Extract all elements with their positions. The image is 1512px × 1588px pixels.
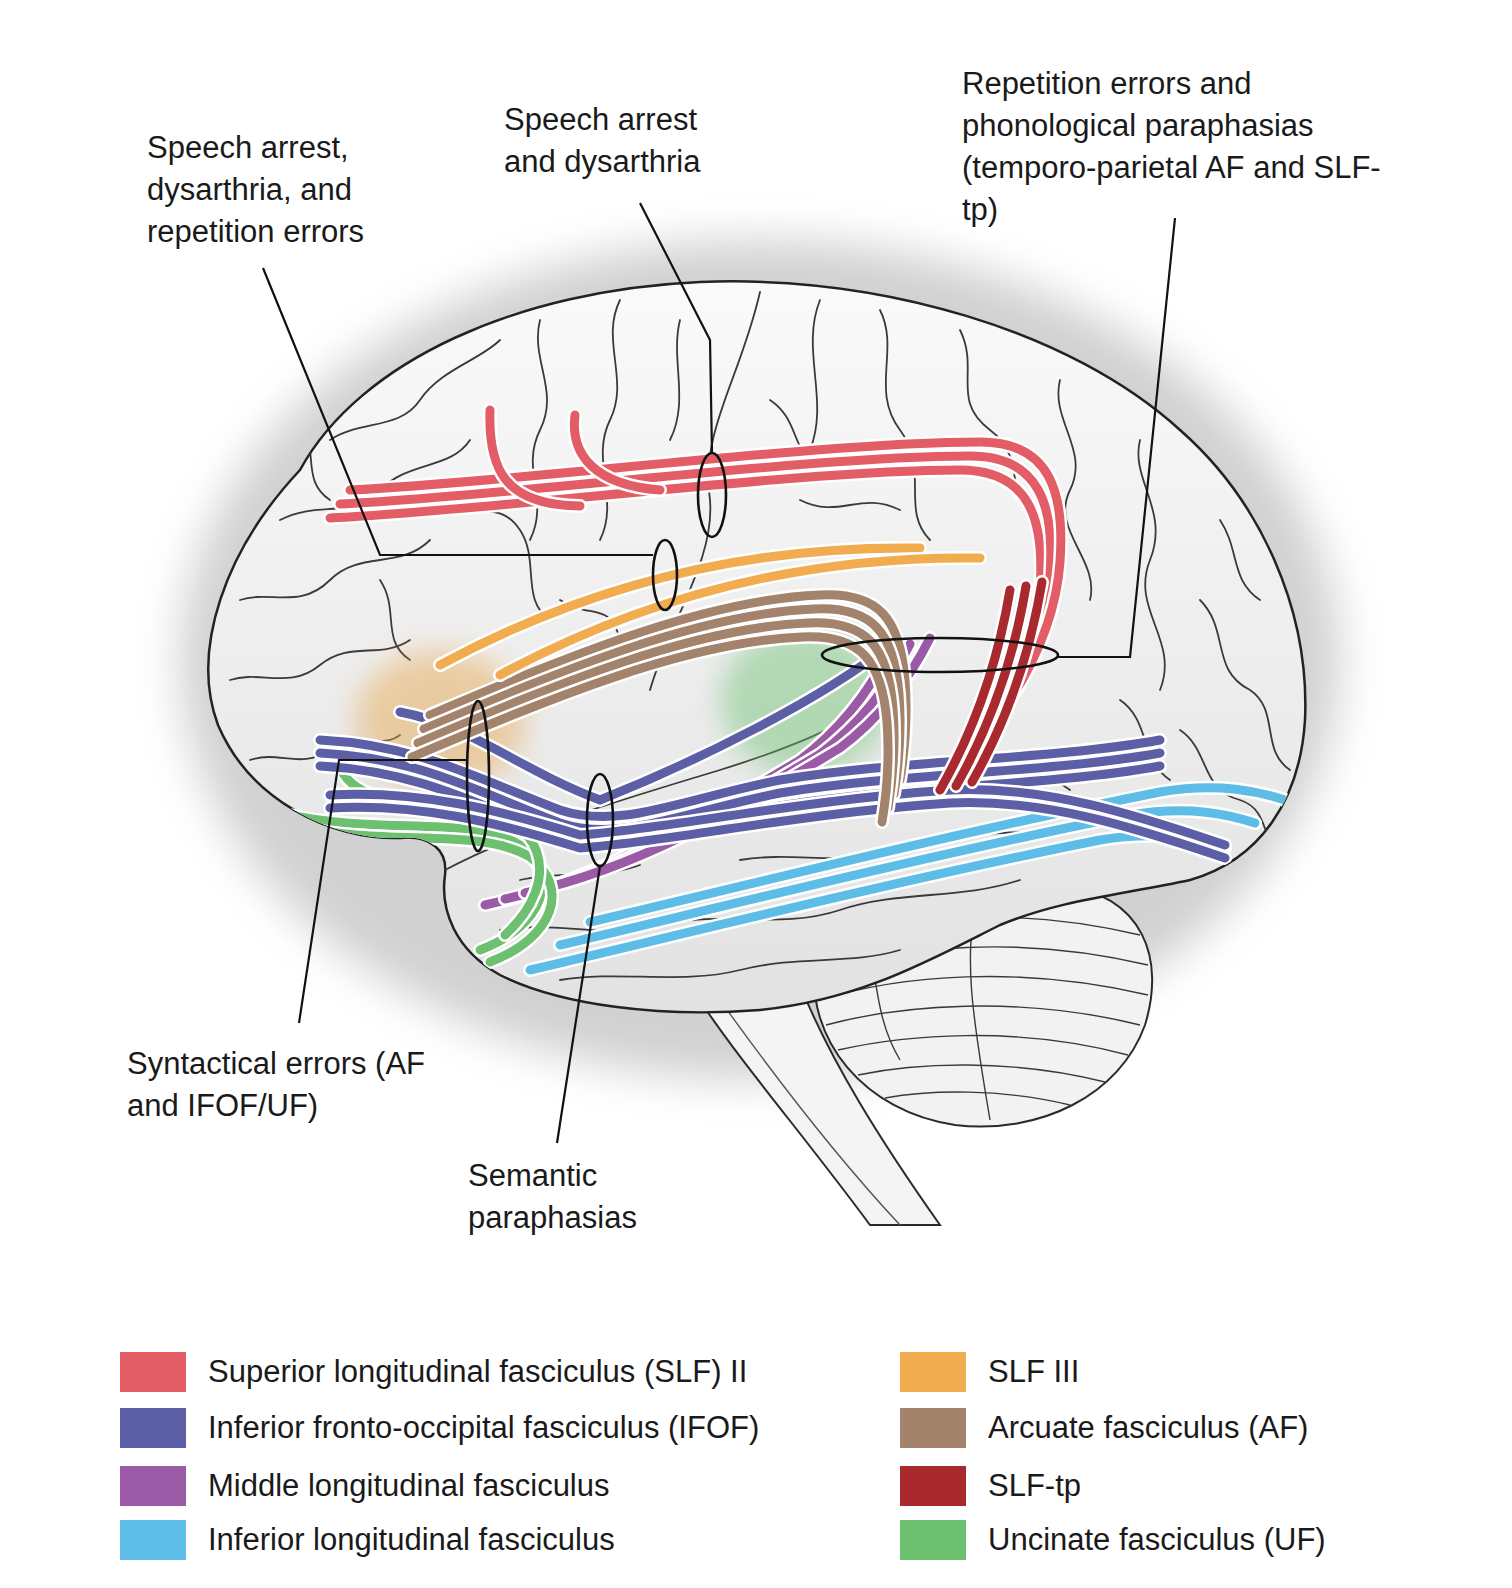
legend-text: SLF III [988,1352,1079,1392]
legend-text: SLF-tp [988,1466,1081,1506]
legend-swatch [120,1352,186,1392]
cerebrum-outline [208,281,1305,1012]
legend-row: SLF III [900,1352,1500,1392]
legend-swatch [120,1466,186,1506]
legend-text: Arcuate fasciculus (AF) [988,1408,1308,1448]
leader-lines [263,203,1175,1143]
legend-swatch [900,1408,966,1448]
callout-label: Semantic paraphasias [468,1155,683,1239]
legend-row: Inferior longitudinal fasciculus [120,1520,720,1560]
legend-swatch [120,1520,186,1560]
legend-row: Inferior fronto-occipital fasciculus (IF… [120,1408,720,1448]
callout-label: Speech arrest and dysarthria [504,99,739,183]
legend-text: Uncinate fasciculus (UF) [988,1520,1326,1560]
legend-swatch [900,1520,966,1560]
legend-text: Inferior fronto-occipital fasciculus (IF… [208,1408,759,1448]
drop-shadow [180,240,1340,1080]
callout-label: Syntactical errors (AF and IFOF/UF) [127,1043,442,1127]
legend-row: Superior longitudinal fasciculus (SLF) I… [120,1352,720,1392]
legend-text: Superior longitudinal fasciculus (SLF) I… [208,1352,747,1392]
tracts [290,410,1285,970]
legend-row: SLF-tp [900,1466,1500,1506]
legend-swatch [120,1408,186,1448]
legend-swatch [900,1466,966,1506]
legend-text: Inferior longitudinal fasciculus [208,1520,615,1560]
legend-swatch [900,1352,966,1392]
legend-text: Middle longitudinal fasciculus [208,1466,610,1506]
lesion-ellipses [467,453,1058,866]
legend-row: Middle longitudinal fasciculus [120,1466,720,1506]
callout-label: Speech arrest, dysarthria, and repetitio… [147,127,422,253]
gyri [230,292,1290,980]
legend-row: Uncinate fasciculus (UF) [900,1520,1500,1560]
legend-row: Arcuate fasciculus (AF) [900,1408,1500,1448]
callout-label: Repetition errors and phonological parap… [962,63,1387,231]
